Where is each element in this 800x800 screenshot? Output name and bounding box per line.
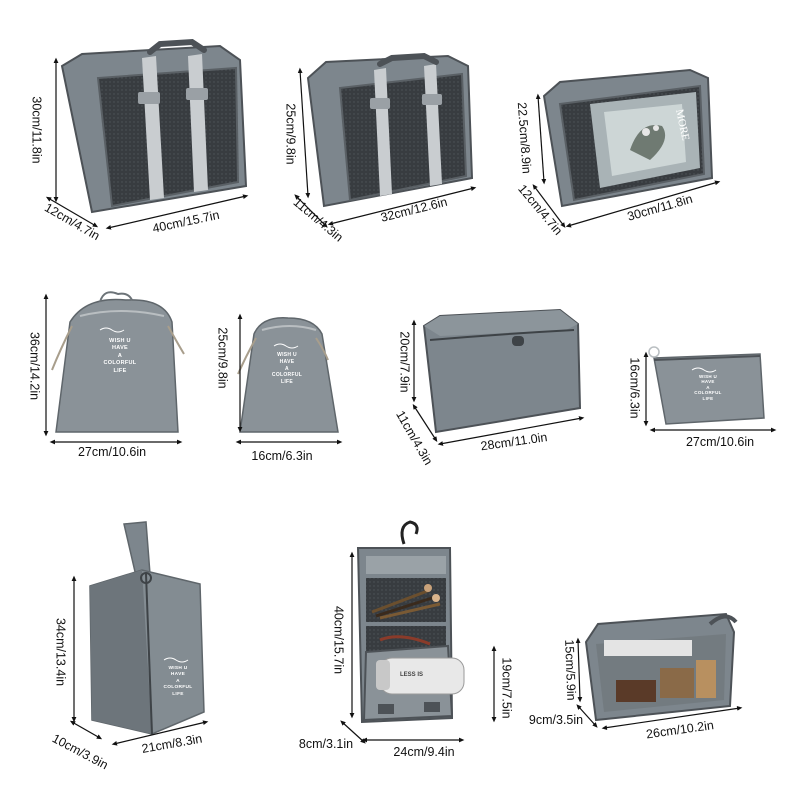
dim-drawstring-small-height: 25cm/9.8in <box>215 327 230 389</box>
drawstring-bag-large <box>51 291 185 433</box>
dim-pouch-height: 16cm/6.3in <box>627 357 642 419</box>
packing-cube-large <box>60 38 248 214</box>
dim-hanging-kit-depth: 8cm/3.1in <box>298 736 354 751</box>
bottle-label: LESS IS <box>400 672 424 678</box>
dim-drawstring-large-width: 27cm/10.6in <box>77 444 147 459</box>
dim-cube-medium-height: 25cm/9.8in <box>283 103 298 165</box>
packing-cube-medium <box>306 52 474 208</box>
dim-toiletry-height: 20cm/7.9in <box>397 331 412 393</box>
dim-drawstring-small-width: 16cm/6.3in <box>251 448 313 463</box>
dimension-lines <box>43 57 777 746</box>
dim-shoe-bag-height: 34cm/13.4in <box>53 617 68 687</box>
dim-cube-large-height: 30cm/11.8in <box>29 96 44 164</box>
flat-pouch <box>648 346 765 425</box>
dim-drawstring-large-height: 36cm/14.2in <box>27 331 42 401</box>
dim-pouch-width: 27cm/10.6in <box>685 434 755 449</box>
dim-hanging-kit-width: 24cm/9.4in <box>393 744 455 759</box>
mesh-pouch <box>584 612 738 722</box>
toiletry-box <box>422 308 582 434</box>
hanging-toiletry-kit <box>356 520 465 724</box>
dim-hanging-kit-height: 40cm/15.7in <box>331 605 346 675</box>
dim-mesh-pouch-height: 15cm/5.9in <box>562 639 579 701</box>
dim-mesh-pouch-depth: 9cm/3.5in <box>528 712 584 727</box>
dim-hanging-kit-pouch-height: 19cm/7.5in <box>499 657 514 719</box>
packing-cube-small: MORE <box>542 68 714 208</box>
shoe-bag <box>89 521 205 735</box>
